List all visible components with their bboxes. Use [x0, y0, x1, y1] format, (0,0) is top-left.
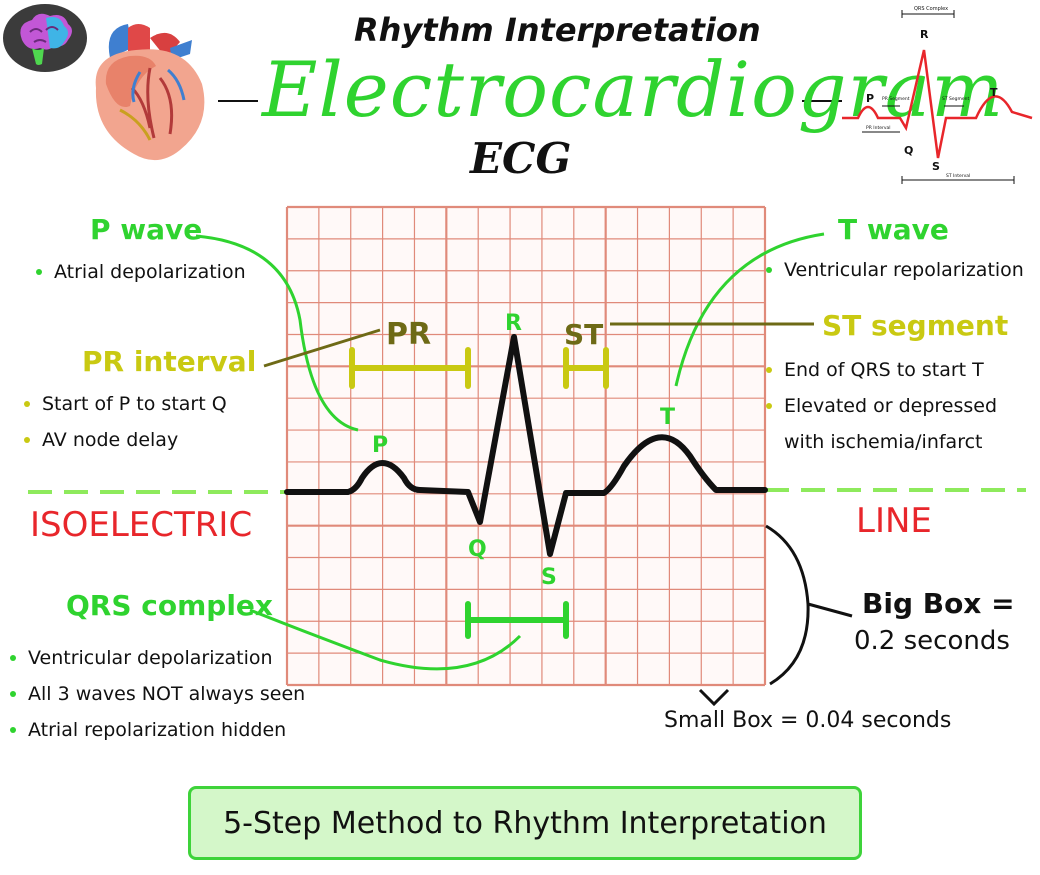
pr-interval-bullets: Start of P to start Q AV node delay — [24, 386, 227, 458]
pr-interval-title: PR interval — [82, 345, 257, 378]
wave-label-p: P — [372, 433, 388, 458]
title-dash-left — [218, 100, 258, 102]
big-box-brace — [765, 524, 853, 686]
t-wave-bullets: Ventricular repolarization — [766, 252, 1024, 288]
pr-connector — [263, 328, 381, 368]
mini-label-st-segment: ST Segment — [942, 96, 970, 102]
mini-label-pr-interval: PR Interval — [866, 125, 891, 131]
mini-ecg-diagram: QRS Complex P R Q S T PR Segment ST Segm… — [842, 2, 1034, 188]
mini-label-t: T — [990, 86, 998, 99]
big-box-label: Big Box = — [862, 587, 1015, 620]
ecg-waveform — [284, 334, 768, 557]
subtitle-rhythm-interpretation: Rhythm Interpretation — [354, 11, 761, 49]
mini-label-s: S — [932, 160, 940, 173]
mini-label-r: R — [920, 28, 929, 41]
st-segment-bullet: End of QRS to start T — [766, 352, 997, 388]
pr-interval-bullet: AV node delay — [24, 422, 227, 458]
small-box-chevron — [698, 688, 730, 707]
st-segment-bracket — [563, 347, 609, 389]
wave-label-st: ST — [564, 318, 603, 351]
pr-interval-bullet: Start of P to start Q — [24, 386, 227, 422]
qrs-complex-title: QRS complex — [66, 589, 273, 622]
ecg-grid-paper — [285, 205, 767, 687]
st-segment-title: ST segment — [822, 309, 1009, 342]
p-wave-title: P wave — [90, 213, 203, 246]
st-segment-bullets: End of QRS to start T Elevated or depres… — [766, 352, 997, 460]
title-dash-right — [802, 100, 842, 102]
wave-label-pr: PR — [386, 317, 431, 352]
isoelectric-label: ISOELECTRIC — [30, 505, 253, 545]
mini-label-p: P — [866, 92, 874, 105]
p-wave-connector — [195, 234, 359, 432]
qrs-connector — [249, 608, 522, 671]
st-segment-bullet-continued: with ischemia/infarct — [784, 431, 983, 453]
title-ecg: ECG — [470, 134, 572, 183]
title-electrocardiogram: Electrocardiogram — [262, 45, 1005, 134]
mini-label-st-interval: ST Interval — [946, 173, 970, 179]
wave-label-q: Q — [468, 537, 487, 562]
qrs-bracket — [465, 601, 569, 639]
mini-label-q: Q — [904, 144, 913, 157]
st-segment-bullet: Elevated or depressed — [766, 388, 997, 424]
wave-label-r: R — [505, 311, 522, 336]
line-label: LINE — [856, 501, 932, 541]
p-wave-bullet: Atrial depolarization — [36, 254, 246, 290]
wave-label-t: T — [660, 405, 675, 430]
five-step-method-button[interactable]: 5-Step Method to Rhythm Interpretation — [188, 786, 862, 860]
qrs-complex-bullets: Ventricular depolarization All 3 waves N… — [10, 640, 305, 748]
wave-label-s: S — [541, 565, 557, 590]
big-box-seconds: 0.2 seconds — [854, 626, 1010, 656]
mini-label-qrs-complex: QRS Complex — [914, 6, 948, 12]
pr-interval-bracket — [349, 347, 471, 389]
t-wave-bullet: Ventricular repolarization — [766, 252, 1024, 288]
small-box-label: Small Box = 0.04 seconds — [664, 708, 952, 733]
mini-label-pr-segment: PR Segment — [882, 96, 910, 102]
p-wave-bullets: Atrial depolarization — [36, 254, 246, 290]
qrs-complex-bullet: Atrial repolarization hidden — [10, 712, 305, 748]
brain-logo — [2, 2, 88, 74]
heart-illustration — [80, 18, 212, 168]
t-wave-title: T wave — [838, 213, 949, 246]
t-wave-connector — [674, 232, 825, 387]
qrs-complex-bullet: All 3 waves NOT always seen — [10, 676, 305, 712]
qrs-complex-bullet: Ventricular depolarization — [10, 640, 305, 676]
